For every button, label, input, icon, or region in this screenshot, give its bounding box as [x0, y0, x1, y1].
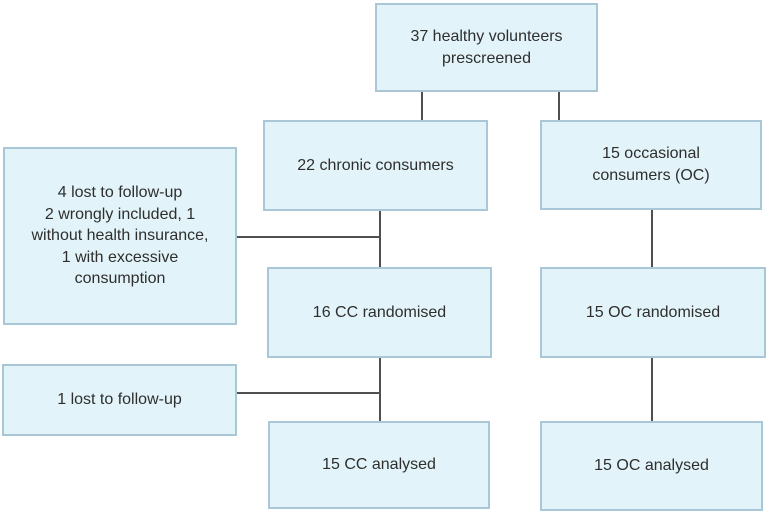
connector-prescreened-to-occasional	[558, 92, 560, 120]
node-cc-randomised: 16 CC randomised	[267, 267, 492, 358]
node-cc-lost-excluded: 4 lost to follow-up 2 wrongly included, …	[3, 147, 237, 325]
connector-oc-randomised-to-oc-analysed	[651, 358, 653, 421]
node-oc-randomised: 15 OC randomised	[540, 267, 766, 358]
connector-cc-excluded-branch	[237, 236, 380, 238]
node-occasional-consumers: 15 occasional consumers (OC)	[540, 120, 762, 210]
connector-occasional-to-oc-randomised	[651, 210, 653, 267]
node-cc-lost-followup: 1 lost to follow-up	[2, 364, 237, 436]
node-cc-analysed: 15 CC analysed	[268, 421, 490, 509]
node-oc-analysed: 15 OC analysed	[540, 421, 763, 511]
connector-prescreened-to-chronic	[421, 92, 423, 120]
connector-cc-lost-branch	[237, 392, 380, 394]
node-prescreened-volunteers: 37 healthy volunteers prescreened	[375, 3, 598, 92]
node-chronic-consumers: 22 chronic consumers	[263, 120, 488, 211]
connector-cc-randomised-to-cc-analysed	[379, 358, 381, 421]
connector-chronic-to-cc-randomised	[379, 211, 381, 267]
